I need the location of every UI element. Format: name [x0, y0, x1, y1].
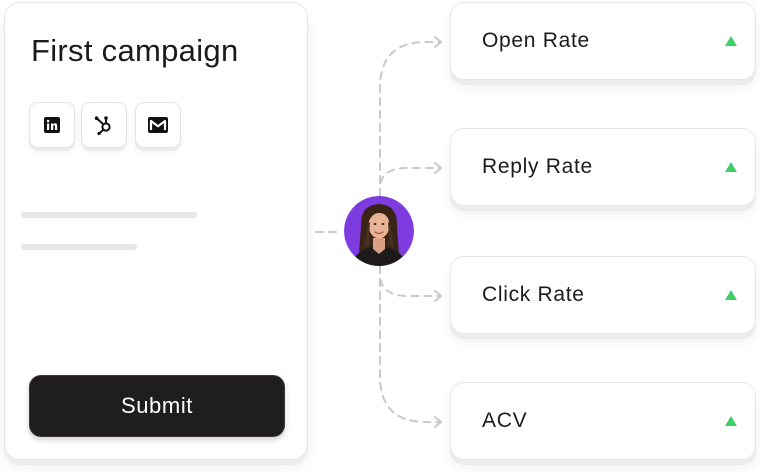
linkedin-channel-button[interactable]: [29, 102, 75, 148]
trend-up-icon: [725, 162, 737, 172]
placeholder-line: [21, 212, 197, 218]
connector-open-rate: [379, 41, 441, 197]
arrowhead-reply-rate: [434, 162, 442, 174]
metric-card-click-rate[interactable]: Click Rate: [450, 256, 756, 334]
person-avatar-icon: [344, 196, 414, 266]
metric-card-open-rate[interactable]: Open Rate: [450, 2, 756, 80]
connector-click-rate: [379, 265, 441, 297]
connector-acv: [379, 265, 441, 423]
arrowhead-open-rate: [434, 36, 442, 48]
arrowhead-acv: [434, 416, 442, 428]
arrowhead-click-rate: [434, 290, 442, 302]
linkedin-icon: [44, 117, 60, 133]
submit-button[interactable]: Submit: [29, 375, 285, 437]
gmail-icon: [148, 117, 168, 133]
campaign-card: First campaign Submit: [4, 2, 308, 460]
avatar: [344, 196, 414, 266]
connector-reply-rate: [379, 167, 441, 197]
metric-card-acv[interactable]: ACV: [450, 382, 756, 460]
metric-label: Reply Rate: [482, 155, 593, 178]
metric-label: Click Rate: [482, 283, 585, 306]
campaign-title: First campaign: [31, 33, 239, 68]
trend-up-icon: [725, 36, 737, 46]
hubspot-icon: [94, 116, 111, 136]
placeholder-line: [21, 244, 137, 250]
metric-label: ACV: [482, 409, 528, 432]
trend-up-icon: [725, 290, 737, 300]
trend-up-icon: [725, 416, 737, 426]
gmail-channel-button[interactable]: [135, 102, 181, 148]
hubspot-channel-button[interactable]: [81, 102, 127, 148]
metric-label: Open Rate: [482, 29, 590, 52]
metric-card-reply-rate[interactable]: Reply Rate: [450, 128, 756, 206]
